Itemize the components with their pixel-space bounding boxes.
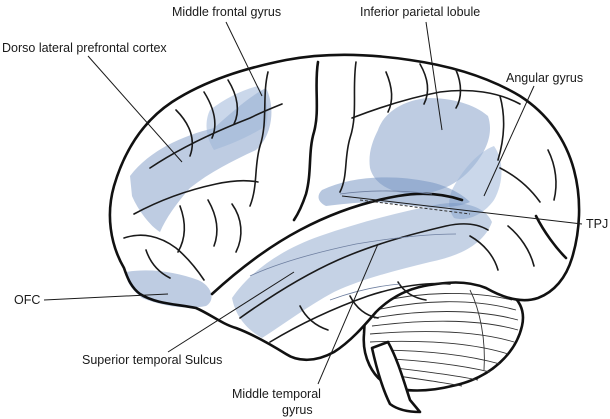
tpj-region — [318, 177, 470, 208]
cerebellum — [362, 276, 525, 392]
label-middle-temporal-gyrus-line2: gyrus — [282, 403, 313, 417]
label-tpj: TPJ — [586, 217, 608, 231]
temporal-region — [232, 202, 492, 338]
label-dorso-lateral-prefrontal-cortex: Dorso lateral prefrontal cortex — [2, 41, 167, 55]
label-middle-temporal-gyrus-line1: Middle temporal — [232, 387, 321, 401]
label-ofc: OFC — [14, 293, 40, 307]
label-middle-frontal-gyrus: Middle frontal gyrus — [172, 5, 281, 19]
ofc-region — [126, 270, 212, 308]
label-inferior-parietal-lobule: Inferior parietal lobule — [360, 5, 480, 19]
tpj-dashed-line — [359, 199, 471, 215]
leader-lines — [43, 21, 583, 385]
sulci — [123, 60, 568, 343]
brain-stem — [370, 340, 422, 414]
labels: Middle frontal gyrus Inferior parietal l… — [2, 5, 608, 417]
inferior-parietal-lobule-region — [369, 98, 491, 194]
label-angular-gyrus: Angular gyrus — [506, 71, 583, 85]
label-superior-temporal-sulcus: Superior temporal Sulcus — [82, 353, 222, 367]
vessels — [249, 190, 457, 301]
